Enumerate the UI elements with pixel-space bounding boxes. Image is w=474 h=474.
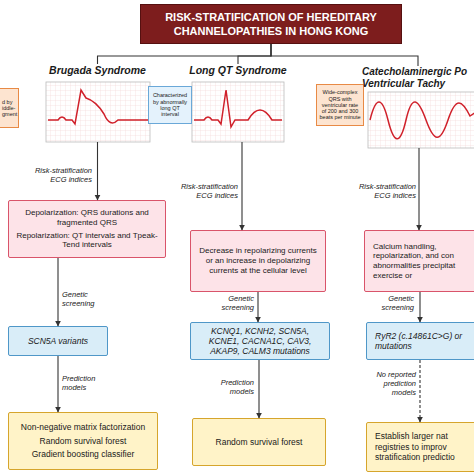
node-text: Decrease in repolarizing currents or an … xyxy=(197,246,319,275)
edge-label: Genetic screening xyxy=(206,294,254,312)
ecg-grid xyxy=(192,82,284,142)
mechanism-box: Calcium handling, repolarization, and co… xyxy=(364,230,474,292)
node-text: Non-negative matrix factorization xyxy=(15,422,151,433)
ecg-panel: Catecholaminergic Po Ventricular Tachy xyxy=(362,66,474,148)
edge-label: Genetic screening xyxy=(62,290,112,308)
ecg-panel: Brugada Syndrome xyxy=(40,64,155,142)
model-box: Random survival forest xyxy=(192,418,326,466)
ecg-frame xyxy=(368,92,474,148)
ecg-background xyxy=(46,82,150,142)
ecg-waveform xyxy=(370,102,474,139)
node-text: Catecholaminergic Po Ventricular Tachy xyxy=(362,66,474,90)
connector-arrow xyxy=(418,148,419,230)
ecg-background xyxy=(368,92,474,148)
edge-label: No reported prediction models xyxy=(360,370,416,397)
connector-arrow xyxy=(57,356,58,412)
mechanism-box: Depolarization: QRS durations and fragme… xyxy=(8,200,166,258)
connector-arrow xyxy=(238,44,271,64)
node-subtext: Repolarization: QT intervals and Tpeak-T… xyxy=(15,231,159,251)
edge-label: Risk-stratification ECG indices xyxy=(30,166,92,184)
ecg-waveform xyxy=(48,90,148,124)
connector-arrow xyxy=(271,44,418,66)
ecg-panel: Long QT Syndrome xyxy=(182,64,294,142)
model-box: Non-negative matrix factorizationRandom … xyxy=(8,412,158,470)
ecg-frame xyxy=(46,82,150,142)
title-box: RISK-STRATIFICATION OF HEREDITARY CHANNE… xyxy=(140,4,402,44)
connector-arrow xyxy=(98,44,272,64)
connector-arrow xyxy=(419,360,420,422)
gene-box: SCN5A variants xyxy=(8,326,108,356)
callout-box: Wide-complex QRS with ventricular rate o… xyxy=(316,84,364,126)
node-text: KCNQ1, KCNH2, SCN5A, KCNE1, CACNA1C, CAV… xyxy=(197,326,323,357)
edge-label: Prediction models xyxy=(204,378,254,396)
node-text: RyR2 (c.14861C>G) or mutations xyxy=(375,331,465,351)
node-text: Calcium handling, repolarization, and co… xyxy=(373,242,465,281)
node-text: Depolarization: QRS durations and fragme… xyxy=(15,208,159,228)
ecg-frame xyxy=(192,82,284,142)
node-text: Random survival forest xyxy=(199,437,319,448)
node-text: Brugada Syndrome xyxy=(40,64,155,76)
node-text: RISK-STRATIFICATION OF HEREDITARY CHANNE… xyxy=(149,10,393,39)
ecg-grid xyxy=(368,92,474,148)
connector-arrow xyxy=(257,292,258,322)
ecg-grid xyxy=(46,82,150,142)
node-subtext: Gradient boosting classifier xyxy=(15,449,151,460)
model-box: Establish larger nat registries to impro… xyxy=(366,422,474,472)
node-text: SCN5A variants xyxy=(15,336,101,346)
connector-arrow xyxy=(419,292,420,322)
ecg-background xyxy=(192,82,284,142)
edge-label: Genetic screening xyxy=(366,294,414,312)
connector-arrow xyxy=(97,142,98,200)
mechanism-box: Decrease in repolarizing currents or an … xyxy=(190,230,326,292)
edge-label: Risk-stratification ECG indices xyxy=(176,182,238,200)
callout-box: d by iddle- gment xyxy=(0,88,19,128)
gene-box: RyR2 (c.14861C>G) or mutations xyxy=(366,322,474,360)
edge-label: Risk-stratification ECG indices xyxy=(354,182,416,200)
connector-arrow xyxy=(258,360,259,418)
gene-box: KCNQ1, KCNH2, SCN5A, KCNE1, CACNA1C, CAV… xyxy=(190,322,330,360)
node-text: Long QT Syndrome xyxy=(182,64,294,76)
ecg-waveform xyxy=(194,90,282,127)
node-text: Wide-complex QRS with ventricular rate o… xyxy=(319,89,361,121)
connector-arrow xyxy=(57,258,58,326)
callout-box: Characterized by abnormally long QT inte… xyxy=(148,86,192,124)
node-subtext: Random survival forest xyxy=(15,436,151,447)
edge-label: Prediction models xyxy=(62,374,112,392)
node-text: Characterized by abnormally long QT inte… xyxy=(151,92,189,117)
node-text: Establish larger nat registries to impro… xyxy=(375,431,465,463)
connector-arrow xyxy=(241,142,242,230)
node-text: d by iddle- gment xyxy=(2,99,17,118)
